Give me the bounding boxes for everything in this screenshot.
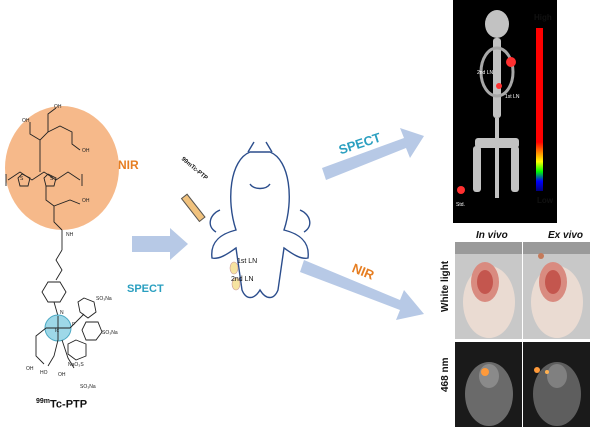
compound-structure: OH OH OH OH S S NH Tc P [5,104,119,390]
spect-low-label: Low [537,196,553,205]
svg-text:OH: OH [54,104,62,110]
oh-label-3: OH [58,372,66,378]
compound-panel: OH OH OH OH S S NH Tc P [0,100,140,440]
compound-name: 99mTc-PTP [36,398,87,411]
photo-white-ex-vivo [523,242,590,339]
spect-std-label: Std. [456,202,465,208]
svg-text:S: S [20,176,24,182]
na-label-4: SO₃Na [80,384,96,390]
468nm-label: 468 nm [440,357,451,392]
spect-image-panel [453,0,557,223]
arrow-to-mouse [132,228,188,260]
svg-text:Tc: Tc [54,328,60,334]
svg-text:OH: OH [22,118,30,124]
mouse-ln1-label: 1st LN [237,258,258,265]
in-vivo-header: In vivo [476,230,508,241]
compound-name-main: Tc-PTP [50,398,88,411]
spect-skeleton [457,10,519,198]
photo-468-ex-vivo [523,342,590,427]
arrow-to-spect [322,128,424,180]
oh-label-2: HO [40,370,48,376]
svg-text:S: S [50,176,54,182]
spect-ln1-label: 1st LN [505,94,520,100]
compound-name-sup: 99m [36,398,51,405]
compound-spect-label: SPECT [127,283,164,295]
spect-ln2-label: 2nd LN [477,70,494,76]
compound-nir-label: NIR [118,158,139,172]
photo-white-in-vivo [455,242,522,339]
mouse-ln2-label: 2nd LN [231,276,254,283]
svg-text:OH: OH [82,198,90,204]
spect-high-label: High [534,13,552,22]
na-label-3: NaO₃S [68,362,84,368]
arrow-to-nir [300,260,424,320]
svg-text:OH: OH [82,148,90,154]
na-label-1: SO₃Na [96,296,112,302]
svg-text:NH: NH [66,232,74,238]
photo-468-in-vivo [455,342,522,427]
ex-vivo-header: Ex vivo [548,230,584,241]
svg-text:P: P [72,322,76,328]
spect-colorbar [536,28,543,191]
nir-ellipse [5,106,119,230]
white-light-label: White light [440,260,451,312]
svg-text:N: N [60,310,64,316]
mouse-illustration [209,141,311,299]
oh-label-1: OH [26,366,34,372]
na-label-2: SO₃Na [102,330,118,336]
polythiophene-backbone [5,107,83,250]
